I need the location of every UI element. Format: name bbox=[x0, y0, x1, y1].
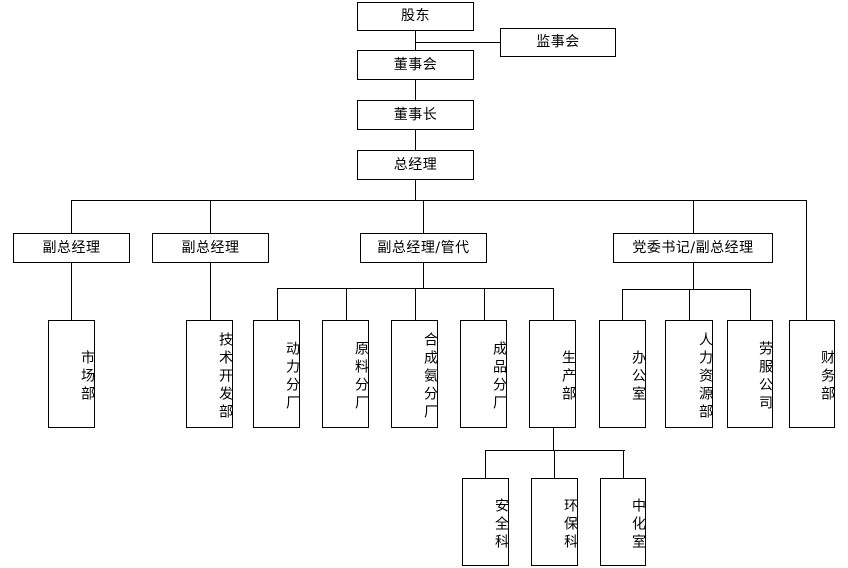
node-labor-service-company[interactable]: 劳服公司 bbox=[727, 320, 773, 428]
drop-to-raw-material-plant bbox=[346, 288, 347, 320]
node-party-secretary-deputy-gm[interactable]: 党委书记/副总经理 bbox=[613, 233, 773, 263]
drop-to-environment-section bbox=[554, 450, 555, 478]
drop-to-safety-section bbox=[485, 450, 486, 478]
node-market-dept[interactable]: 市场部 bbox=[48, 320, 95, 428]
node-board-of-directors[interactable]: 董事会 bbox=[357, 50, 474, 80]
drop-to-power-plant bbox=[277, 288, 278, 320]
connector-shareholders-to-board bbox=[415, 31, 416, 50]
drop-to-office bbox=[622, 289, 623, 320]
node-deputy-gm-management-representative[interactable]: 副总经理/管代 bbox=[360, 233, 487, 263]
node-shareholders[interactable]: 股东 bbox=[357, 2, 474, 31]
node-safety-section[interactable]: 安全科 bbox=[462, 478, 509, 566]
connector-gm-to-bus bbox=[415, 180, 416, 201]
drop-bus-to-deputy-gm-1 bbox=[71, 200, 72, 233]
node-deputy-gm-1[interactable]: 副总经理 bbox=[13, 233, 130, 263]
node-hr-dept[interactable]: 人力资源部 bbox=[665, 320, 713, 428]
node-office[interactable]: 办公室 bbox=[599, 320, 646, 428]
connector-chairman-to-gm bbox=[415, 130, 416, 150]
drop-bus-to-deputy-gm-mr bbox=[423, 200, 424, 233]
connector-production-dept-to-sub-bus bbox=[553, 428, 554, 451]
drop-to-finished-product-plant bbox=[484, 288, 485, 320]
drop-to-labor-service-company bbox=[750, 289, 751, 320]
drop-bus-to-party-secretary bbox=[693, 200, 694, 233]
node-power-plant[interactable]: 动力分厂 bbox=[253, 320, 300, 428]
bus-general-manager-level bbox=[71, 200, 807, 201]
drop-to-production-dept bbox=[553, 288, 554, 320]
connector-shareholders-to-supervisory-board bbox=[415, 42, 500, 43]
node-tech-dev-dept[interactable]: 技术开发部 bbox=[186, 320, 233, 428]
node-production-dept[interactable]: 生产部 bbox=[529, 320, 576, 428]
node-environment-section[interactable]: 环保科 bbox=[531, 478, 578, 566]
connector-deputy-gm-1-to-market-dept bbox=[71, 263, 72, 320]
node-supervisory-board[interactable]: 监事会 bbox=[500, 28, 616, 57]
node-general-manager[interactable]: 总经理 bbox=[357, 150, 474, 180]
drop-to-synthetic-ammonia-plant bbox=[415, 288, 416, 320]
node-finance-dept[interactable]: 财务部 bbox=[789, 320, 835, 428]
drop-to-hr-dept bbox=[689, 289, 690, 320]
connector-deputy-gm-2-to-tech-dev-dept bbox=[210, 263, 211, 320]
connector-deputy-gm-mr-to-sub-bus bbox=[423, 263, 424, 289]
node-finished-product-plant[interactable]: 成品分厂 bbox=[460, 320, 507, 428]
node-raw-material-plant[interactable]: 原料分厂 bbox=[322, 320, 369, 428]
bus-production-dept-children bbox=[485, 450, 625, 451]
node-chemical-analysis-room[interactable]: 中化室 bbox=[600, 478, 646, 566]
drop-bus-to-finance-dept bbox=[806, 200, 807, 320]
node-deputy-gm-2[interactable]: 副总经理 bbox=[152, 233, 269, 263]
node-chairman[interactable]: 董事长 bbox=[357, 100, 474, 130]
drop-bus-to-deputy-gm-2 bbox=[210, 200, 211, 233]
connector-board-to-chairman bbox=[415, 80, 416, 100]
bus-party-secretary-children bbox=[622, 289, 751, 290]
connector-party-secretary-to-sub-bus bbox=[693, 263, 694, 290]
node-synthetic-ammonia-plant[interactable]: 合成氨分厂 bbox=[391, 320, 438, 428]
drop-to-chemical-analysis-room bbox=[623, 450, 624, 478]
